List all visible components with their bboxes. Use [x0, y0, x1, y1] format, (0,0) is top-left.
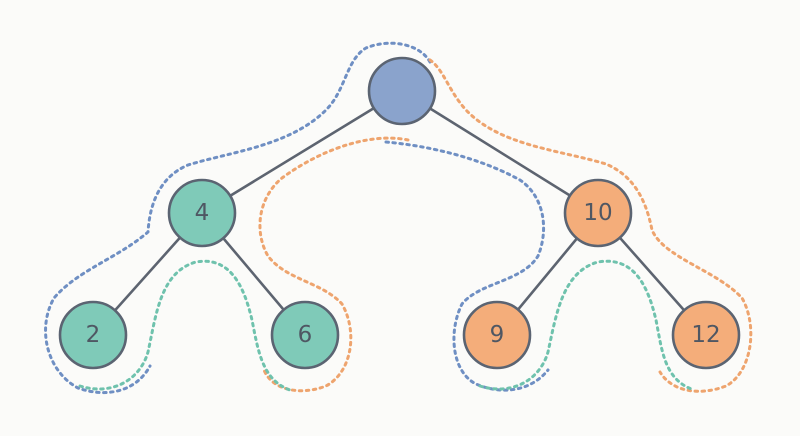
node-10-label: 10 [583, 200, 612, 226]
node-12-label: 12 [691, 322, 720, 348]
outline-green-left [78, 259, 292, 392]
node-4-label: 4 [195, 200, 210, 226]
node-2-circle [58, 300, 128, 370]
outline-orange-inner [258, 136, 410, 393]
node-12: 12 [671, 300, 741, 370]
node-root-circle [367, 56, 437, 126]
node-4: 4 [167, 178, 237, 248]
node-6-circle [270, 300, 340, 370]
nodes: 4 10 2 6 9 12 [58, 56, 741, 370]
node-4-circle [167, 178, 237, 248]
edge-root-to-10 [400, 89, 600, 215]
node-9: 9 [462, 300, 532, 370]
node-9-circle [462, 300, 532, 370]
edge-root-to-4 [200, 89, 404, 215]
outline-orange-right [428, 58, 753, 393]
outline-blue-left [44, 41, 432, 395]
node-2-label: 2 [86, 322, 101, 348]
node-2: 2 [58, 300, 128, 370]
traversal-outlines [44, 41, 753, 395]
node-9-label: 9 [490, 322, 505, 348]
node-6: 6 [270, 300, 340, 370]
node-6-label: 6 [298, 322, 313, 348]
outline-green-right [478, 259, 696, 392]
node-root [367, 56, 437, 126]
node-12-circle [671, 300, 741, 370]
node-10: 10 [563, 178, 633, 248]
node-10-circle [563, 178, 633, 248]
